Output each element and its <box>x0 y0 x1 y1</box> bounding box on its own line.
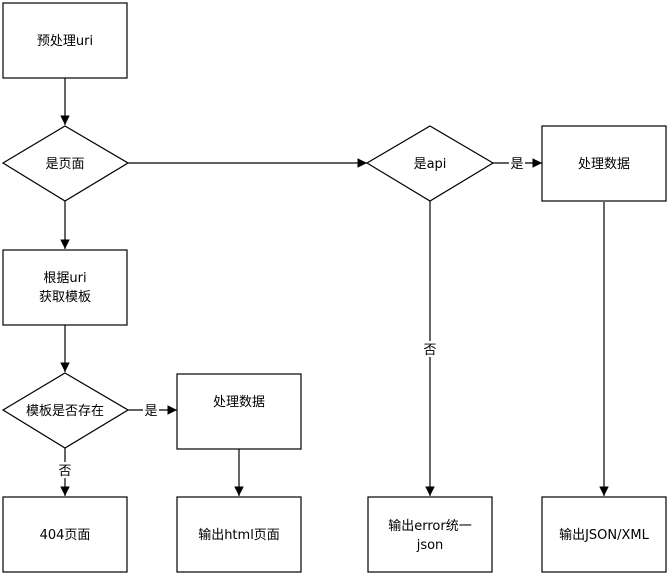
svg-text:输出html页面: 输出html页面 <box>198 527 280 543</box>
svg-text:输出error统一: 输出error统一 <box>388 518 471 534</box>
edge-label-template-yes: 是 <box>143 402 159 419</box>
decision-template-exists: 模板是否存在 <box>1 372 130 449</box>
svg-text:输出JSON/XML: 输出JSON/XML <box>559 527 650 543</box>
node-output-html: 输出html页面 <box>176 496 302 573</box>
node-preprocess-uri: 预处理uri <box>2 2 128 79</box>
svg-text:处理数据: 处理数据 <box>213 395 265 410</box>
svg-text:获取模板: 获取模板 <box>39 290 91 305</box>
node-404-page: 404页面 <box>2 496 128 573</box>
svg-text:处理数据: 处理数据 <box>578 157 630 172</box>
edge-label-api-yes: 是 <box>509 155 525 172</box>
decision-is-page: 是页面 <box>1 125 130 202</box>
svg-text:404页面: 404页面 <box>40 528 91 543</box>
node-process-data-right: 处理数据 <box>541 125 667 202</box>
svg-text:否: 否 <box>58 464 71 479</box>
edge-label-template-no: 否 <box>57 462 73 479</box>
node-get-template: 根据uri 获取模板 <box>2 249 128 326</box>
svg-text:json: json <box>416 538 444 553</box>
svg-text:根据uri: 根据uri <box>43 271 86 286</box>
svg-text:是: 是 <box>510 157 523 172</box>
svg-text:是api: 是api <box>414 157 447 172</box>
edge-label-api-no: 否 <box>422 341 438 358</box>
node-output-json-xml: 输出JSON/XML <box>541 496 667 573</box>
svg-text:是: 是 <box>144 404 157 419</box>
svg-text:预处理uri: 预处理uri <box>37 34 93 49</box>
svg-text:否: 否 <box>423 343 436 358</box>
node-process-data-left: 处理数据 <box>176 373 302 450</box>
node-output-error-json: 输出error统一 json <box>367 496 493 573</box>
svg-text:模板是否存在: 模板是否存在 <box>26 404 104 419</box>
decision-is-api: 是api <box>365 125 495 202</box>
svg-text:是页面: 是页面 <box>45 157 84 172</box>
